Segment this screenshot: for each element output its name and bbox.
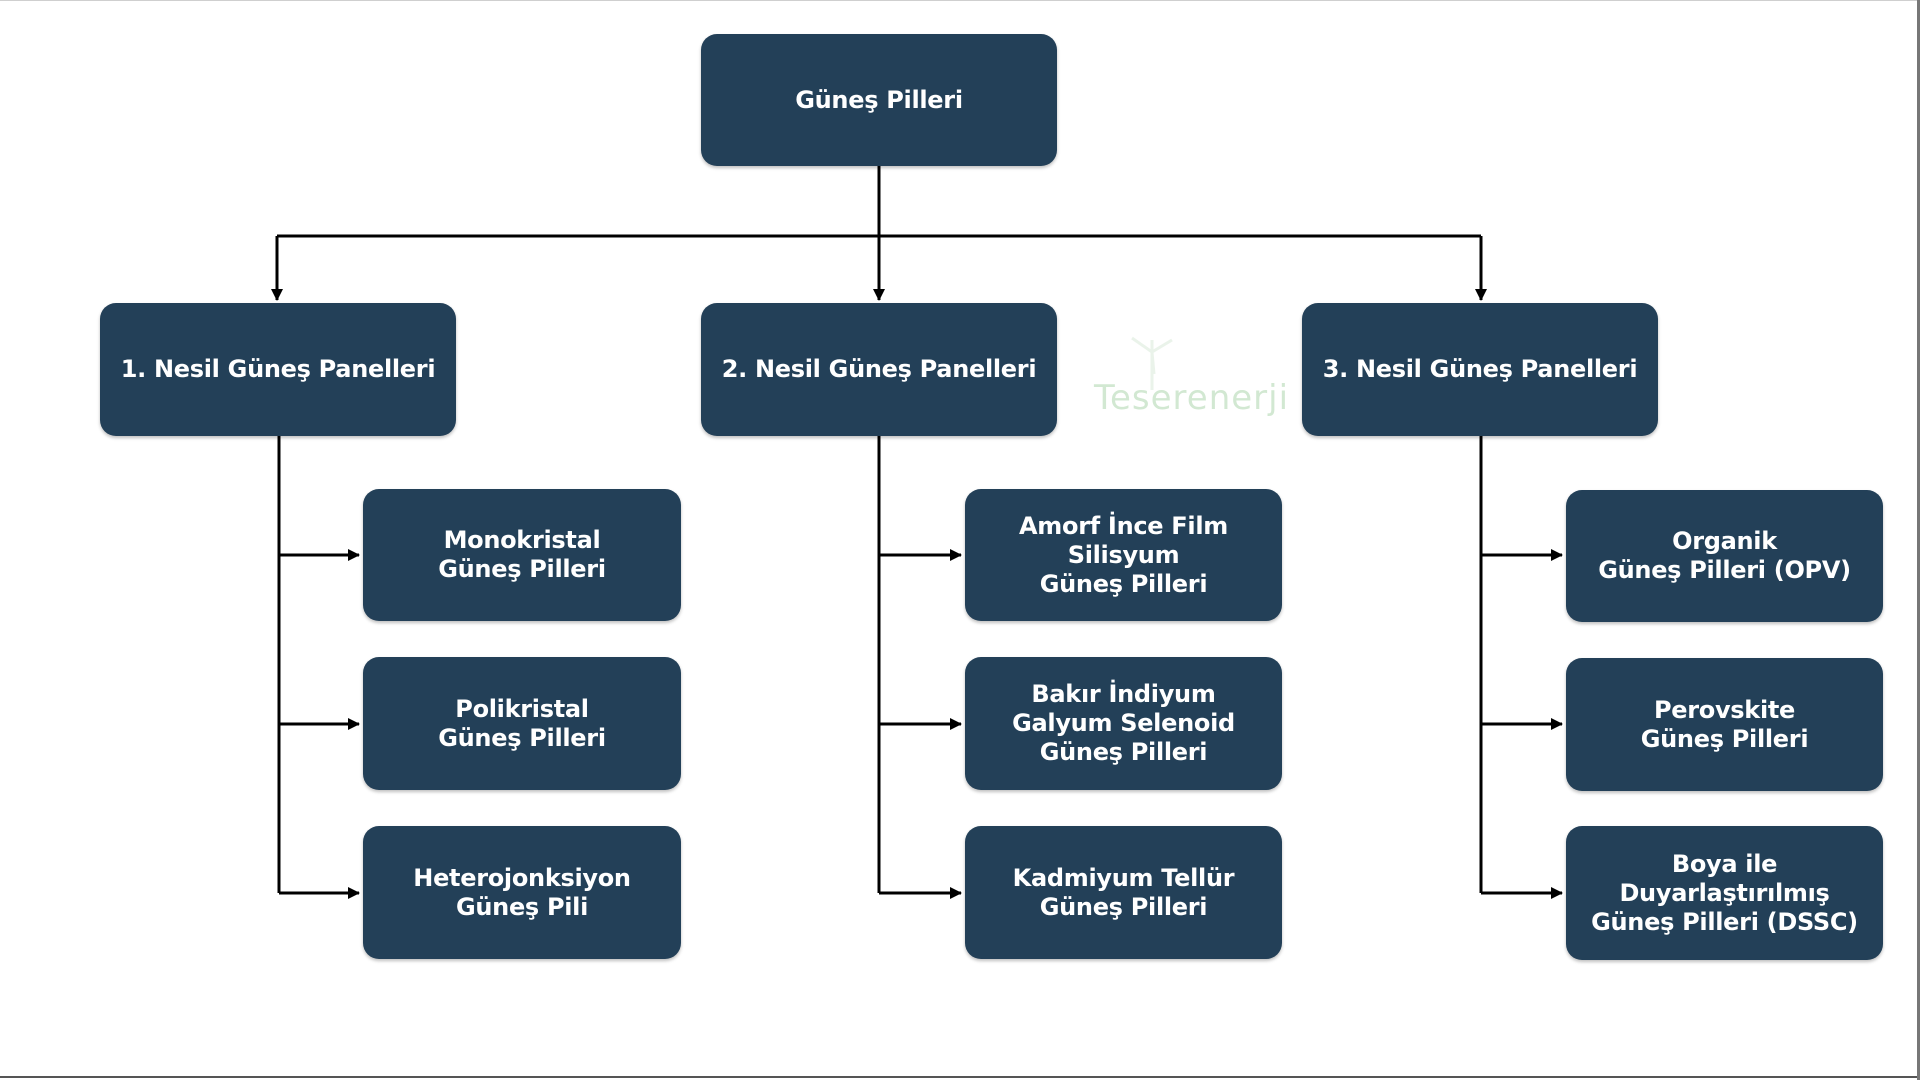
gen-2-node: 2. Nesil Güneş Panelleri xyxy=(701,303,1057,436)
gen-1-node: 1. Nesil Güneş Panelleri xyxy=(100,303,456,436)
frame-top-border xyxy=(0,0,1920,1)
watermark-text: Teserenerji xyxy=(1094,378,1290,418)
gen-1-child-heterojonksiyon: Heterojonksiyon Güneş Pili xyxy=(363,826,681,959)
root-node: Güneş Pilleri xyxy=(701,34,1057,166)
gen-3-child-dssc: Boya ile Duyarlaştırılmış Güneş Pilleri … xyxy=(1566,826,1883,960)
watermark-logo-icon xyxy=(1131,336,1173,390)
frame-right-border xyxy=(1917,0,1920,1080)
gen-2-child-cigs: Bakır İndiyum Galyum Selenoid Güneş Pill… xyxy=(965,657,1282,790)
gen-3-child-perovskite: Perovskite Güneş Pilleri xyxy=(1566,658,1883,791)
gen-1-child-monokristal: Monokristal Güneş Pilleri xyxy=(363,489,681,621)
gen-2-child-kadmiyum: Kadmiyum Tellür Güneş Pilleri xyxy=(965,826,1282,959)
gen-2-child-amorf: Amorf İnce Film Silisyum Güneş Pilleri xyxy=(965,489,1282,621)
gen-3-child-organik: Organik Güneş Pilleri (OPV) xyxy=(1566,490,1883,622)
gen-3-node: 3. Nesil Güneş Panelleri xyxy=(1302,303,1658,436)
gen-1-child-polikristal: Polikristal Güneş Pilleri xyxy=(363,657,681,790)
frame-bottom-border xyxy=(0,1076,1920,1078)
